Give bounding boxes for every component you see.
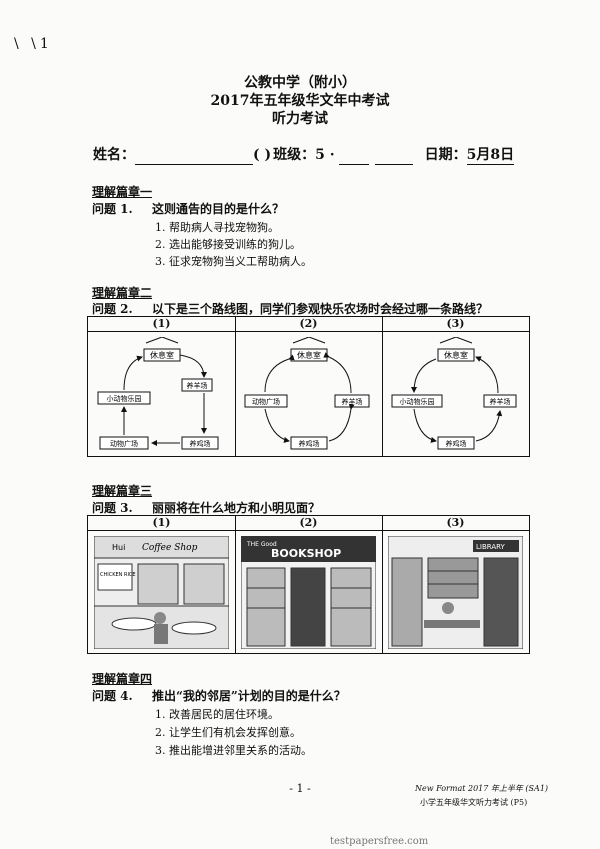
map1-place-chicken: 养鸡场 <box>190 439 211 448</box>
route-panel-1-label: (1) <box>88 317 235 332</box>
question-3-text: 丽丽将在什么地方和小明见面？ <box>152 501 321 515</box>
exam-title: 2017年五年级华文年中考试 <box>210 93 390 109</box>
place-panel-3[interactable]: (3) LIBRARY <box>382 516 529 653</box>
bookshop-scene: THE Good BOOKSHOP <box>241 536 376 649</box>
date-label: 日期： <box>424 147 467 163</box>
sign-coffee-shop: Coffee Shop <box>142 543 198 553</box>
route-panel-1[interactable]: (1) 休息室 养羊场 小动物乐园 动物广场 养鸡场 <box>88 317 236 456</box>
library-scene: LIBRARY <box>388 536 523 649</box>
class-paren: ( ) <box>253 147 272 163</box>
question-1-text: 这则通告的目的是什么？ <box>152 202 285 216</box>
q1-option-2[interactable]: 2. 选出能够接受训练的狗儿。 <box>155 238 301 251</box>
paper-title: 听力考试 <box>272 111 328 127</box>
question-2: 问题 2. 以下是三个路线图，同学们参观快乐农场时会经过哪一条路线？ <box>92 300 488 317</box>
route-panel-3-label: (3) <box>382 317 529 332</box>
route-panel-2[interactable]: (2) 休息室 动物广场 养羊场 养鸡场 <box>235 317 383 456</box>
map2-place-sheep: 养羊场 <box>342 397 363 406</box>
place-panel-3-label: (3) <box>382 516 529 531</box>
place-panel-1-label: (1) <box>88 516 235 531</box>
footer-series: New Format 2017 年上半年 (SA1) <box>415 784 549 793</box>
footer-description: 小学五年级华文听力考试 (P5) <box>420 798 528 807</box>
place-panel-2-label: (2) <box>235 516 382 531</box>
route-map-1: 休息室 养羊场 小动物乐园 动物广场 养鸡场 <box>97 337 219 450</box>
map2-place-chicken: 养鸡场 <box>299 439 320 448</box>
name-label: 姓名： <box>93 147 135 163</box>
section-4-title: 理解篇章四 <box>92 672 153 686</box>
question-4-number: 问题 4. <box>92 689 133 703</box>
sign-chicken-rice: CHICKEN RICE <box>100 572 136 578</box>
question-2-text: 以下是三个路线图，同学们参观快乐农场时会经过哪一条路线？ <box>152 302 489 316</box>
sign-hui: Hui <box>112 543 125 552</box>
route-maps-box: (1) 休息室 养羊场 小动物乐园 动物广场 养鸡场 (2) <box>87 316 530 457</box>
map2-place-plaza: 动物广场 <box>252 397 280 406</box>
route-map-2: 休息室 动物广场 养羊场 养鸡场 <box>244 337 370 450</box>
class-label: 班级：5 · <box>273 147 335 163</box>
q1-option-1[interactable]: 1. 帮助病人寻找宠物狗。 <box>155 221 279 234</box>
map3-place-rest: 休息室 <box>444 350 468 360</box>
page-number: - 1 - <box>289 782 311 795</box>
name-blank[interactable] <box>135 150 253 165</box>
section-2-title: 理解篇章二 <box>92 286 153 300</box>
corner-mark: \ \1 <box>14 36 53 52</box>
question-1-number: 问题 1. <box>92 202 133 216</box>
q4-option-1[interactable]: 1. 改善居民的居住环境。 <box>155 708 279 721</box>
place-panel-2[interactable]: (2) THE Good BOOKSHOP <box>235 516 383 653</box>
map2-place-rest: 休息室 <box>297 350 321 360</box>
route-panel-3[interactable]: (3) 休息室 小动物乐园 养羊场 养鸡场 <box>382 317 529 456</box>
map3-place-chicken: 养鸡场 <box>446 439 467 448</box>
question-4: 问题 4. 推出“我的邻居”计划的目的是什么？ <box>92 687 346 704</box>
sign-the-good: THE Good <box>246 541 277 548</box>
question-3-number: 问题 3. <box>92 501 133 515</box>
map3-place-petzone: 小动物乐园 <box>400 397 435 406</box>
map3-place-sheep: 养羊场 <box>490 397 511 406</box>
map1-place-sheep: 养羊场 <box>187 381 208 390</box>
q4-option-3[interactable]: 3. 推出能增进邻里关系的活动。 <box>155 744 312 757</box>
sign-library: LIBRARY <box>476 543 506 551</box>
q1-option-3[interactable]: 3. 征求宠物狗当义工帮助病人。 <box>155 255 312 268</box>
class-blank-2[interactable] <box>374 150 413 165</box>
question-2-number: 问题 2. <box>92 302 133 316</box>
section-1-title: 理解篇章一 <box>92 185 153 199</box>
question-4-text: 推出“我的邻居”计划的目的是什么？ <box>152 689 346 703</box>
map1-place-rest: 休息室 <box>150 350 174 360</box>
sign-bookshop: BOOKSHOP <box>271 547 341 560</box>
map1-place-petzone: 小动物乐园 <box>107 394 142 403</box>
coffee-shop-scene: Hui Coffee Shop CHICKEN RICE <box>94 536 229 649</box>
student-info-row: 姓名： ( )班级：5 · 日期：5月8日 <box>93 144 533 165</box>
footer-url: testpapersfree.com <box>330 836 429 847</box>
class-blank[interactable] <box>338 150 369 165</box>
question-3: 问题 3. 丽丽将在什么地方和小明见面？ <box>92 499 320 516</box>
place-panel-1[interactable]: (1) Hui Coffee Shop CHICKEN RICE <box>88 516 236 653</box>
map1-place-plaza: 动物广场 <box>110 439 138 448</box>
route-map-3: 休息室 小动物乐园 养羊场 养鸡场 <box>391 337 517 450</box>
route-panel-2-label: (2) <box>235 317 382 332</box>
date-value: 5月8日 <box>466 144 515 165</box>
section-3-title: 理解篇章三 <box>92 484 153 498</box>
school-name: 公教中学（附小） <box>244 75 356 91</box>
meeting-places-box: (1) Hui Coffee Shop CHICKEN RICE (2) THE… <box>87 515 530 654</box>
q4-option-2[interactable]: 2. 让学生们有机会发挥创意。 <box>155 726 301 739</box>
question-1: 问题 1. 这则通告的目的是什么？ <box>92 200 284 217</box>
